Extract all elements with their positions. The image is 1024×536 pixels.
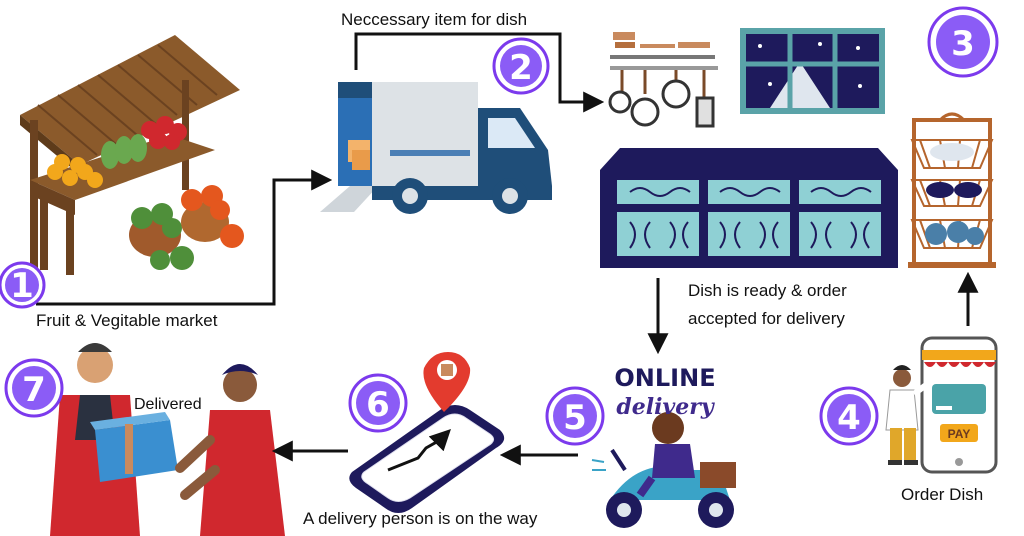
svg-text:5: 5 (563, 398, 587, 438)
label-step-3-line2: accepted for delivery (688, 309, 845, 328)
package-handoff-illustration (50, 343, 285, 536)
window-illustration (740, 28, 885, 114)
svg-text:7: 7 (22, 370, 46, 410)
label-step-6: A delivery person is on the way (303, 509, 538, 528)
svg-text:3: 3 (951, 24, 975, 64)
svg-text:6: 6 (366, 385, 390, 425)
arrow-2-to-kitchen (354, 32, 605, 113)
step-badge-3: 3 (927, 6, 999, 78)
label-step-1: Fruit & Vegitable market (36, 311, 218, 330)
pay-button-label: PAY (948, 427, 971, 441)
svg-text:2: 2 (509, 48, 533, 88)
label-step-3-line1: Dish is ready & order (688, 281, 847, 300)
label-step-2: Neccessary item for dish (341, 10, 528, 29)
label-step-7: Delivered (134, 396, 202, 413)
delivery-truck-illustration (320, 82, 552, 214)
online-sticker-text: ONLINE (614, 364, 715, 392)
tracking-phone-illustration (349, 352, 505, 513)
step-badge-2: 2 (492, 37, 550, 95)
kitchen-utensils-illustration (608, 32, 718, 128)
step-badge-5: 5 (545, 386, 605, 446)
step-badge-4: 4 (819, 386, 879, 446)
svg-text:1: 1 (10, 266, 34, 306)
step-badge-7: 7 (4, 358, 64, 418)
kitchen-cabinet-illustration (600, 148, 898, 268)
scooter-rider-illustration (591, 412, 736, 528)
label-step-4: Order Dish (901, 485, 984, 504)
step-badge-1: 1 (0, 261, 46, 309)
market-stall-illustration (20, 35, 244, 275)
arrow-1-to-2 (36, 169, 333, 306)
svg-text:4: 4 (837, 398, 861, 438)
delivery-sticker-text: delivery (616, 394, 715, 420)
flow-arrows (36, 32, 979, 466)
ordering-phone-illustration (885, 336, 998, 474)
step-badge-6: 6 (348, 373, 408, 433)
basket-rack-illustration (908, 112, 996, 268)
